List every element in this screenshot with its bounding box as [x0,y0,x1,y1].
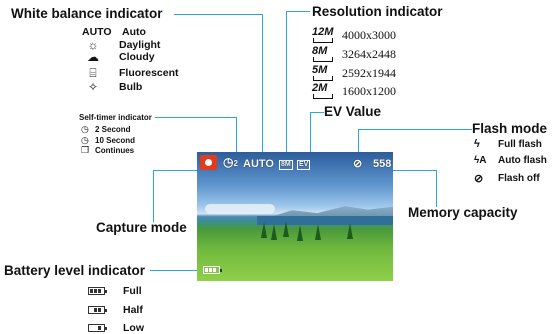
sun-icon: ☼ [87,38,99,52]
lcd-preview: ◷2 AUTO 8M EV ⊘ 558 [197,152,393,281]
lcd-timer-icon: ◷2 [223,155,238,169]
battery-label: Low [123,322,144,334]
lcd-tree [347,223,353,239]
wb-item-auto: AUTO Auto [82,26,146,38]
flash-item: ϟA Auto flash [474,155,547,166]
res-leader-h [286,11,310,12]
flash-item: ⊘ Flash off [474,172,540,185]
resolution-icon: 2M [312,82,334,99]
lcd-tree [297,225,303,241]
resolution-icon: 8M [312,45,334,62]
timer-leader-h [155,117,236,118]
lcd-cloud [205,204,275,214]
res-leader-v [286,11,287,159]
ev-leader-v [310,112,311,160]
res-item: 5M 2592x1944 [312,64,396,81]
flash-label: Auto flash [498,155,547,166]
self-timer-title: Self-timer indicator [79,113,152,122]
wb-item-cloudy: ☁ Cloudy [85,51,155,63]
lcd-tree [261,222,267,238]
bulb-icon: ✧ [87,80,99,94]
white-balance-title: White balance indicator [11,6,163,21]
battery-half-icon [88,306,107,314]
capture-mode-title: Capture mode [96,220,187,235]
lcd-tree [283,221,289,237]
flash-title: Flash mode [472,121,548,136]
battery-label: Full [123,285,142,297]
timer-item: ❐ Continues [81,145,134,156]
memory-capacity-title: Memory capacity [408,205,518,220]
wb-label: Cloudy [119,51,155,63]
timer-icon: ◷ [81,135,89,145]
timer-label: 2 Second [95,125,131,134]
wb-item-daylight: ☼ Daylight [85,38,161,52]
ev-leader-h [310,112,324,113]
wb-label: Bulb [119,81,143,93]
battery-label: Half [123,304,143,316]
battery-full-icon [88,287,107,295]
lcd-battery-icon [203,265,222,277]
wb-item-bulb: ✧ Bulb [85,81,142,93]
fluorescent-icon: ⌸ [89,66,97,80]
ev-title: EV Value [324,104,382,119]
res-item: 12M 4000x3000 [312,26,396,43]
auto-icon: AUTO [82,26,112,38]
battery-item-half: Half [88,304,143,316]
flash-off-icon: ⊘ [474,173,484,185]
flash-leader-v [358,129,359,161]
resolution-icon: 5M [312,64,334,81]
timer-label: Continues [95,146,135,155]
flash-icon: ϟ [474,138,480,150]
wb-label: Daylight [119,39,161,51]
auto-flash-icon: ϟA [474,155,487,166]
wb-leader-h [174,14,262,15]
timer-item: ◷ 10 Second [81,135,135,146]
res-value: 3264x2448 [342,47,396,61]
lcd-shot-count: 558 [373,158,392,170]
wb-item-fluorescent: ⌸ Fluorescent [85,66,179,80]
timer-icon: ◷ [81,124,89,134]
cloud-icon: ☁ [87,50,99,64]
timer-label: 10 Second [95,136,136,145]
lcd-ev-icon: EV [297,160,311,170]
battery-item-low: Low [88,322,144,334]
battery-title: Battery level indicator [4,263,146,278]
battery-leader [150,270,202,271]
lcd-lake [257,216,393,225]
memory-leader-v [436,170,437,207]
battery-item-full: Full [88,285,142,297]
res-value: 4000x3000 [342,28,396,42]
flash-label: Full flash [498,138,542,150]
timer-item: ◷ 2 Second [81,124,131,135]
res-item: 8M 3264x2448 [312,45,396,62]
res-item: 2M 1600x1200 [312,82,396,99]
flash-label: Flash off [498,173,540,184]
memory-leader-h [388,170,436,171]
lcd-tree [315,224,321,240]
resolution-title: Resolution indicator [312,4,443,19]
resolution-icon: 12M [312,26,334,43]
wb-label: Auto [122,26,146,38]
lcd-resolution-icon: 8M [279,160,293,170]
capture-leader-v [153,170,154,222]
continuous-icon: ❐ [81,145,90,155]
capture-leader-h [153,170,206,171]
flash-item: ϟ Full flash [474,138,542,150]
capture-mode-icon [200,155,217,170]
battery-low-icon [88,324,107,332]
res-value: 2592x1944 [342,66,396,80]
wb-leader-v [262,14,263,161]
res-value: 1600x1200 [342,84,396,98]
wb-label: Fluorescent [119,67,179,79]
lcd-wb-text: AUTO [243,158,274,170]
timer-leader-v [236,117,237,160]
flash-leader-h [358,129,472,130]
lcd-tree [271,224,277,240]
lcd-flash-off-icon: ⊘ [353,158,363,170]
lcd-mountains [267,206,393,218]
